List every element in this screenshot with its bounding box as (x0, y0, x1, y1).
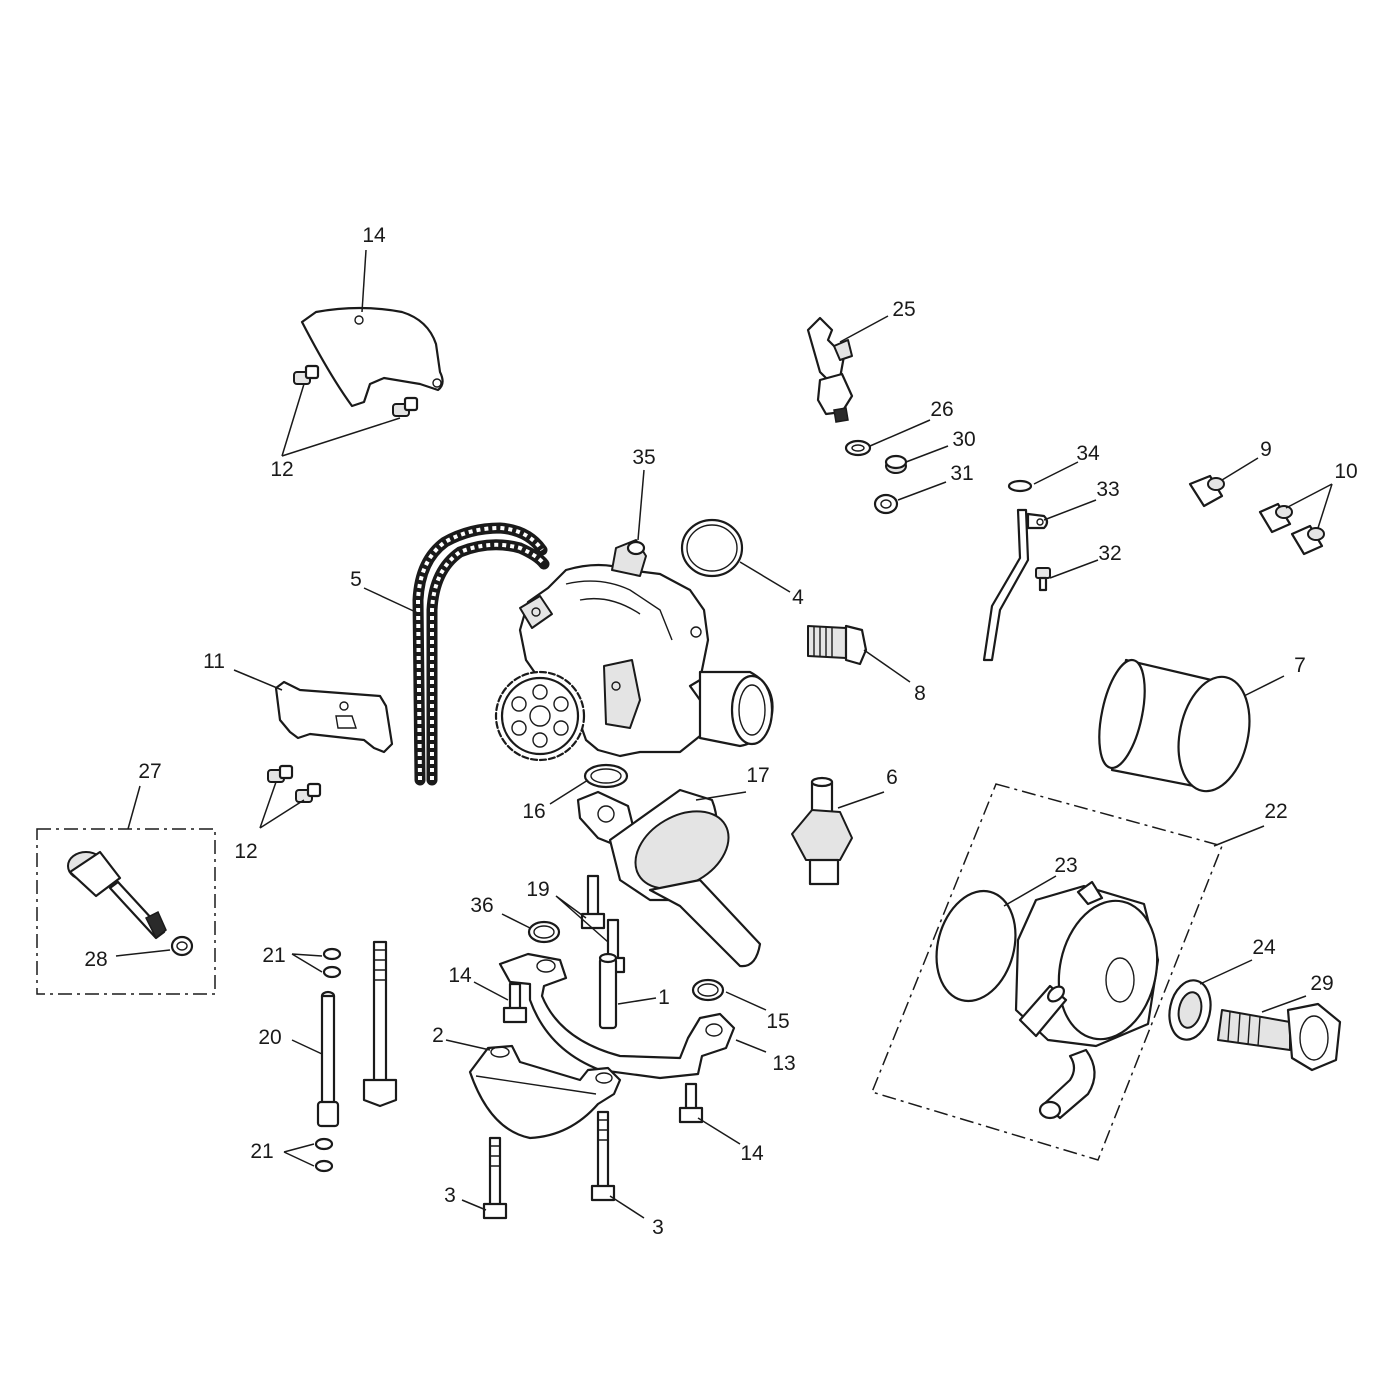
group-27-drain-plug-box (36, 828, 216, 995)
part-3-bolt-a (482, 1136, 508, 1220)
part-5-chain (412, 522, 550, 786)
callout-26: 26 (930, 398, 953, 421)
callout-17: 17 (746, 764, 769, 787)
callout-5: 5 (350, 568, 362, 591)
part-12-bolt-top-a (293, 364, 320, 385)
callout-18: 16 (522, 800, 545, 823)
callout-2: 2 (432, 1024, 444, 1047)
callout-8: 8 (914, 682, 926, 705)
part-15-o-ring (691, 978, 725, 1002)
part-26-washer (844, 439, 872, 457)
part-7-oil-filter (1098, 658, 1251, 793)
callout-13: 13 (772, 1052, 795, 1075)
callout-16: 14 (362, 224, 386, 247)
callout-23: 23 (1054, 854, 1077, 877)
callout-14: 14 (740, 1142, 764, 1165)
part-31-washer (873, 493, 899, 515)
callout-3: 3 (652, 1216, 664, 1239)
part-20-stud (316, 990, 340, 1128)
part-30-plug (884, 454, 908, 474)
part-27-drain-plug (67, 850, 167, 940)
part-17-strainer (576, 788, 762, 968)
part-18-o-ring (583, 763, 629, 789)
part-9-cap (1188, 474, 1225, 508)
callout-1: 1 (658, 986, 670, 1009)
part-12-bolt-top-b (392, 396, 419, 417)
callout-12: 12 (234, 840, 257, 863)
callout-28: 28 (84, 948, 107, 971)
part-34-o-ring (1007, 479, 1033, 493)
part-21-washers-top (322, 947, 342, 979)
callout-32: 32 (1098, 542, 1121, 565)
callout-29: 29 (1310, 972, 1333, 995)
callout-35: 35 (632, 446, 655, 469)
part-21-washers-bottom (314, 1137, 334, 1173)
part-25-pressure-switch (806, 316, 854, 423)
callout-33: 33 (1096, 478, 1119, 501)
pump-sprocket (494, 670, 586, 762)
callout-36: 36 (470, 894, 493, 917)
callout-14: 14 (448, 964, 472, 987)
callout-21: 21 (250, 1140, 273, 1163)
callout-25: 25 (892, 298, 915, 321)
callout-34: 34 (1076, 442, 1100, 465)
callout-3: 3 (444, 1184, 456, 1207)
part-12-bolt-mid-a (267, 764, 294, 783)
part-19-bolt-a (580, 874, 606, 930)
part-23-seal-ring (935, 889, 1017, 1003)
group-22-oil-cooler-box (870, 783, 1224, 1161)
part-1-dowel (598, 952, 618, 1030)
callout-12: 12 (270, 458, 293, 481)
part-10-cap-b (1290, 524, 1325, 556)
leader-lines (115, 249, 1333, 1219)
callout-19: 19 (526, 878, 549, 901)
callout-21: 21 (262, 944, 285, 967)
callout-15: 15 (766, 1010, 789, 1033)
part-32-bolt (1035, 567, 1051, 592)
part-16-cover-plate (300, 306, 444, 408)
callout-30: 30 (952, 428, 975, 451)
part-3-bolt-b (590, 1110, 616, 1202)
callout-4: 4 (792, 586, 804, 609)
callout-9: 9 (1260, 438, 1272, 461)
callout-labels: 14 12 35 5 4 8 11 12 25 26 30 31 34 33 3… (84, 224, 1357, 1239)
part-14-bolt-a (502, 982, 528, 1024)
part-28-washer (170, 935, 194, 957)
callout-20: 20 (258, 1026, 281, 1049)
part-11-bracket (274, 680, 394, 754)
part-12-bolt-mid-b (295, 782, 322, 803)
callout-27: 27 (138, 760, 161, 783)
part-4-o-ring (680, 518, 744, 578)
callout-11: 11 (203, 650, 225, 673)
part-13-oil-pipe (498, 952, 736, 1080)
part-10-cap-a (1258, 502, 1293, 534)
part-2-baffle (468, 1044, 622, 1140)
part-14-bolt-b (678, 1082, 704, 1124)
callout-22: 22 (1264, 800, 1287, 823)
callout-31: 31 (950, 462, 973, 485)
part-6-sender (791, 776, 853, 886)
callout-24: 24 (1252, 936, 1276, 959)
part-36-o-ring (527, 920, 561, 944)
part-8-adapter (807, 624, 868, 666)
long-bolt (362, 940, 398, 1108)
part-33-tube (982, 508, 1049, 662)
part-23-oil-cooler (1014, 880, 1160, 1120)
part-29-hollow-bolt (1217, 1002, 1342, 1072)
callout-7: 7 (1294, 654, 1306, 677)
part-24-washer (1168, 979, 1212, 1041)
callout-6: 6 (886, 766, 898, 789)
callout-10: 10 (1334, 460, 1357, 483)
